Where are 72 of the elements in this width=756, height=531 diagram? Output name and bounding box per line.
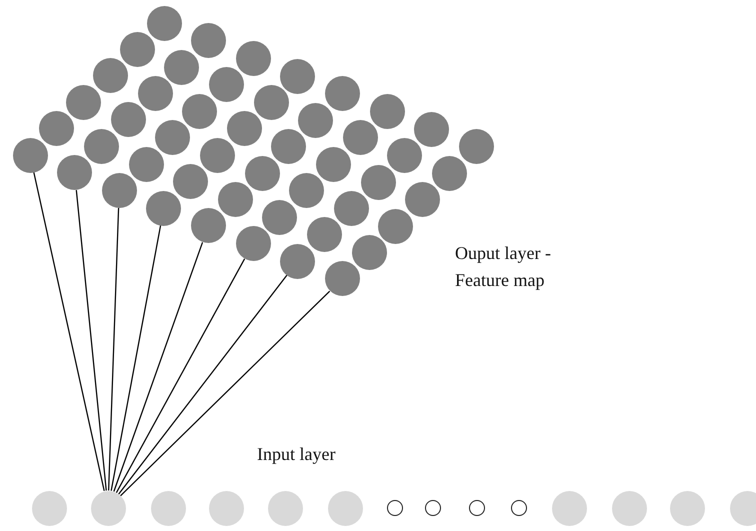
- input-neuron: [150, 490, 186, 526]
- output-neuron: [360, 164, 396, 200]
- ellipsis-circle: [511, 500, 527, 516]
- input-neuron: [670, 490, 704, 526]
- output-neuron: [182, 94, 218, 129]
- input-neuron: [268, 490, 302, 526]
- output-neuron: [120, 32, 155, 67]
- output-neuron: [57, 155, 92, 190]
- output-neuron: [280, 58, 316, 94]
- input-neuron: [32, 490, 66, 526]
- output-neuron: [414, 112, 450, 147]
- input-neuron: [730, 490, 756, 526]
- ellipsis-circle: [387, 500, 403, 516]
- output-neuron: [208, 67, 244, 102]
- output-neuron: [298, 102, 334, 138]
- output-neuron: [236, 40, 271, 76]
- output-neuron: [370, 94, 404, 129]
- output-neuron: [262, 200, 298, 235]
- output-neuron: [92, 58, 128, 94]
- output-neuron: [387, 138, 422, 174]
- output-neuron: [280, 244, 316, 279]
- output-neuron: [66, 84, 102, 120]
- layer-label: Input layer: [257, 443, 336, 466]
- output-neuron: [271, 129, 306, 164]
- output-neuron: [342, 120, 378, 156]
- output-neuron: [138, 76, 172, 111]
- output-neuron: [378, 208, 414, 244]
- input-neuron: [328, 490, 362, 526]
- output-neuron: [102, 172, 137, 208]
- output-neuron: [254, 85, 288, 120]
- output-neuron: [128, 146, 164, 182]
- output-neuron: [173, 164, 208, 200]
- output-neuron: [405, 182, 440, 218]
- output-neuron: [316, 146, 351, 182]
- connection-line: [110, 225, 162, 491]
- connection-line: [108, 208, 120, 491]
- connection-line: [33, 172, 105, 492]
- ellipsis-circle: [425, 500, 441, 516]
- input-neuron: [208, 490, 244, 526]
- input-neuron: [90, 490, 126, 526]
- output-neuron: [236, 226, 270, 261]
- output-neuron: [458, 129, 494, 164]
- output-neuron: [190, 208, 226, 244]
- input-neuron: [552, 490, 586, 526]
- output-neuron: [39, 111, 74, 146]
- output-neuron: [200, 138, 235, 173]
- connection-line: [76, 190, 107, 491]
- connection-line: [113, 242, 204, 492]
- output-neuron: [306, 217, 342, 252]
- output-neuron: [191, 23, 226, 58]
- output-neuron: [289, 173, 324, 208]
- output-neuron: [146, 6, 182, 40]
- ellipsis-circle: [469, 500, 485, 516]
- output-neuron: [146, 190, 182, 226]
- connection-line: [120, 290, 330, 496]
- output-neuron: [226, 111, 262, 146]
- output-neuron: [432, 156, 467, 191]
- output-neuron: [324, 261, 360, 296]
- output-neuron: [110, 102, 146, 138]
- connection-line: [116, 258, 246, 493]
- output-neuron: [244, 156, 280, 190]
- output-neuron: [12, 138, 48, 172]
- input-neuron: [612, 490, 646, 526]
- output-neuron: [324, 76, 360, 112]
- output-neuron: [84, 128, 119, 164]
- output-neuron: [164, 50, 200, 85]
- output-neuron: [218, 182, 253, 217]
- layer-label: Ouput layer - Feature map: [455, 242, 552, 292]
- connection-line: [118, 274, 288, 494]
- output-neuron: [334, 190, 369, 226]
- output-neuron: [352, 235, 386, 270]
- output-neuron: [155, 120, 190, 156]
